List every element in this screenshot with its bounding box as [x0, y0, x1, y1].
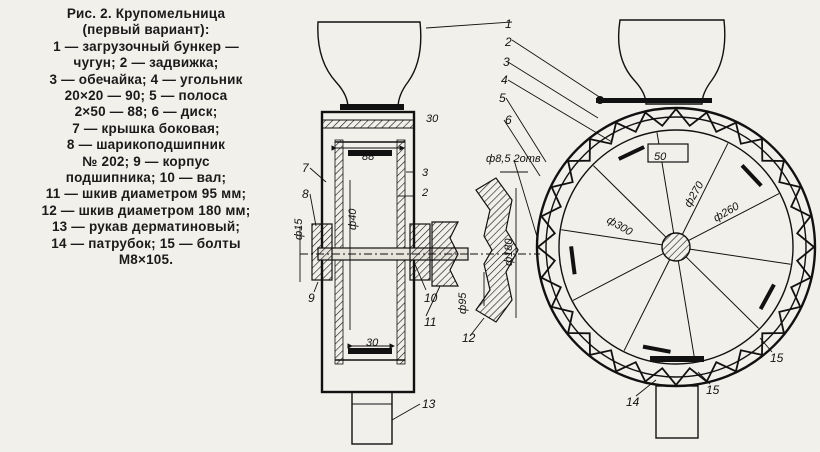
disk-spoke [681, 143, 729, 235]
front-angle-teeth [536, 107, 816, 387]
part-label-9: 9 [308, 291, 315, 305]
part-label-5: 5 [499, 91, 506, 105]
caption-line: 3 — обечайка; 4 — угольник [49, 71, 243, 87]
dim-2: 2 [421, 187, 428, 199]
caption-line: 12 — шкив диаметром 180 мм; [41, 202, 251, 218]
caption-line: (первый вариант): [82, 22, 210, 38]
part-label-14: 14 [626, 395, 640, 409]
caption-line: 13 — рукав дерматиновый; [51, 219, 241, 235]
dim-holes: ф8,5 2отв [486, 153, 541, 165]
part-label-13: 13 [422, 397, 436, 411]
disk-blade [617, 145, 645, 161]
side-top-plate [321, 119, 415, 129]
side-bearing-left [311, 223, 333, 281]
part-label-10: 10 [424, 291, 438, 305]
part-label-3: 3 [503, 55, 510, 69]
caption-line: 11 — шкив диаметром 95 мм; [45, 186, 247, 202]
dim-phi180: ф180 [503, 238, 515, 266]
part-label-15-right: 15 [770, 351, 784, 365]
side-bearing-right [409, 223, 431, 281]
front-hopper [617, 19, 726, 105]
dim-phi300: ф300 [605, 214, 636, 239]
side-hopper [317, 21, 422, 109]
front-hub [661, 232, 691, 262]
big-pulley-section [475, 177, 519, 323]
side-outlet [351, 391, 393, 445]
caption-line: чугун; 2 — задвижка; [73, 55, 219, 71]
disk-blade [569, 246, 577, 275]
front-outlet [655, 385, 699, 439]
disk-spoke [623, 259, 671, 351]
dim-3: 3 [422, 167, 429, 179]
caption-line: 2×50 — 88; 6 — диск; [74, 104, 218, 120]
dim-phi40: ф40 [347, 208, 359, 230]
part-label-7: 7 [302, 161, 310, 175]
disk-blade [642, 344, 671, 354]
dim-phi95: ф95 [457, 292, 469, 314]
caption-line: 8 — шарикоподшипник [66, 137, 226, 153]
caption-line: подшипника; 10 — вал; [65, 170, 227, 186]
disk-blade [758, 283, 776, 311]
disk-blade [740, 164, 763, 188]
front-spokes [561, 132, 791, 362]
caption-line: М8×105. [118, 252, 174, 268]
pulley-view: ф8,5 2отв ф180 ф95 12 [457, 153, 541, 345]
caption-line: 1 — загрузочный бункер — [53, 38, 239, 54]
part-label-11: 11 [424, 315, 436, 329]
caption-line: 7 — крышка боковая; [72, 120, 220, 136]
caption-line: № 202; 9 — корпус [82, 153, 210, 169]
disk-spoke [593, 165, 667, 238]
side-small-pulley [431, 221, 459, 287]
disk-spoke [561, 229, 663, 246]
front-inner-disk [558, 129, 794, 365]
dim-88: 88 [362, 151, 375, 163]
caption-line: Рис. 2. Крупомельница [66, 6, 226, 21]
part-label-2: 2 [504, 35, 512, 49]
disk-spoke [572, 252, 664, 301]
caption-line: 20×20 — 90; 5 — полоса [64, 88, 228, 104]
part-label-15-bottom: 15 [706, 383, 720, 397]
side-hopper-base [340, 104, 404, 110]
part-label-8: 8 [302, 187, 309, 201]
part-label-12: 12 [462, 331, 476, 345]
dim-phi15: ф15 [293, 218, 305, 240]
front-view: 50 ф270 ф300 ф260 1 2 3 4 5 6 14 15 15 [425, 17, 817, 439]
angle-teeth-zigzag [536, 107, 816, 387]
dim-30-bottom: 30 [366, 337, 379, 349]
disk-spoke [689, 248, 791, 265]
front-top-opening [647, 143, 689, 163]
caption-line: 14 — патрубок; 15 — болты [51, 235, 241, 251]
part-label-1: 1 [505, 17, 512, 31]
disk-spoke [685, 256, 759, 329]
disk-spoke [688, 193, 780, 242]
dim-50: 50 [654, 151, 667, 163]
side-section-view: 30 88 3 2 ф15 ф40 30 7 8 9 10 11 13 [293, 21, 478, 445]
figure-caption: Рис. 2. Крупомельница (первый вариант): … [0, 6, 292, 269]
part-label-6: 6 [505, 113, 512, 127]
dim-30-top: 30 [426, 113, 439, 125]
disk-spoke [677, 260, 696, 362]
dim-phi270: ф270 [682, 179, 707, 210]
front-slide-gate [596, 98, 712, 103]
part-label-4: 4 [501, 73, 508, 87]
